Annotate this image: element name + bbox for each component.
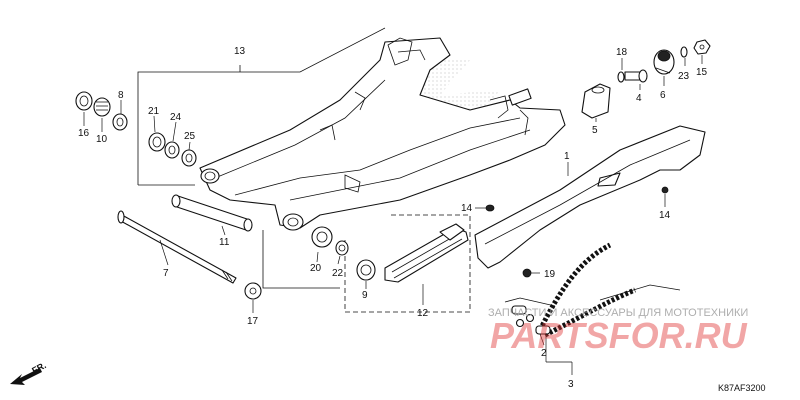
- callout-13: 13: [234, 46, 246, 57]
- callout-6: 6: [660, 90, 666, 101]
- callout-25: 25: [184, 131, 196, 142]
- part-20-bearing: [311, 226, 333, 248]
- callout-14-right: 14: [659, 210, 671, 221]
- part-25-dust-seal: [181, 149, 197, 167]
- front-label: FR.: [30, 360, 47, 376]
- part-8-collar: [112, 113, 128, 131]
- part-2-chain-joint: [504, 297, 556, 335]
- watermark-logo: PARTSFOR.RU: [490, 315, 748, 356]
- front-direction-arrow: FR.: [10, 360, 48, 385]
- callout-14-top: 14: [461, 203, 473, 214]
- part-18-washer: [617, 71, 625, 83]
- callout-21: 21: [148, 106, 160, 117]
- part-9-collar: [356, 259, 376, 281]
- part-24-oil-seal: [164, 141, 180, 159]
- part-5-adjuster-block: [581, 83, 611, 119]
- part-22-seal: [335, 240, 349, 256]
- diagram-code: K87AF3200: [718, 383, 766, 393]
- part-15-nut: [693, 39, 711, 55]
- watermark-text: ЗАПЧАСТИ И АКСЕССУАРЫ ДЛЯ МОТОТЕХНИКИ: [488, 307, 748, 319]
- watermark: ЗАПЧАСТИ И АКСЕССУАРЫ ДЛЯ МОТОТЕХНИКИ PA…: [488, 307, 748, 356]
- callout-labels: 13 8 21 24 25 16 10 11 7 17 20 22 9 12 1…: [78, 46, 708, 390]
- drive-chain: [537, 242, 681, 338]
- callout-10: 10: [96, 134, 108, 145]
- callout-4: 4: [636, 93, 642, 104]
- part-12-chain-slider: [384, 223, 469, 283]
- callout-11: 11: [219, 237, 230, 248]
- part-4-bolt: [624, 69, 648, 83]
- part-17-nut: [244, 282, 262, 300]
- callout-5: 5: [592, 125, 598, 136]
- part-21-bearing: [148, 132, 166, 152]
- callout-22: 22: [332, 268, 344, 279]
- callout-24: 24: [170, 112, 182, 123]
- callout-2: 2: [541, 348, 547, 359]
- part-16-nut: [75, 91, 93, 111]
- swingarm-group-outline: [137, 27, 386, 289]
- part-14-bolt: [485, 186, 669, 212]
- callout-20: 20: [310, 263, 322, 274]
- part-23-washer: [680, 46, 688, 58]
- callout-8: 8: [118, 90, 124, 101]
- swingarm: [199, 37, 566, 231]
- callout-15: 15: [696, 67, 708, 78]
- callout-9: 9: [362, 290, 368, 301]
- callout-16: 16: [78, 128, 90, 139]
- callout-19: 19: [544, 269, 556, 280]
- part-19-bolt: [522, 268, 532, 278]
- part-10-nut: [93, 97, 111, 117]
- part-11-pivot-collar: [171, 194, 253, 232]
- callout-12: 12: [417, 308, 429, 319]
- callout-3: 3: [568, 379, 574, 390]
- callout-7: 7: [163, 268, 169, 279]
- chain-slider-group-outline: [344, 214, 471, 313]
- part-6-adjuster-cam: [653, 49, 675, 75]
- callout-17: 17: [247, 316, 259, 327]
- callout-1: 1: [564, 151, 570, 162]
- callout-23: 23: [678, 71, 690, 82]
- part-7-pivot-bolt: [117, 210, 237, 284]
- part-1-chain-case: [474, 125, 706, 269]
- leader-lines: [83, 55, 703, 375]
- callout-18: 18: [616, 47, 628, 58]
